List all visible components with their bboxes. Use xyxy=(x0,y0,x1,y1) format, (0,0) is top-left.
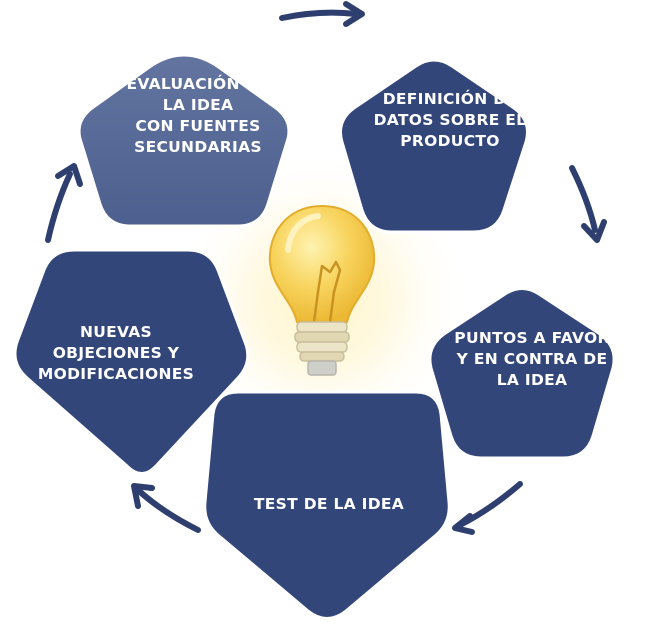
pentagon-definicion xyxy=(339,58,529,234)
step-label-nuevas: NUEVAS OBJECIONES Y MODIFICACIONES xyxy=(37,323,195,383)
arrow-1 xyxy=(279,9,359,21)
arrow-5 xyxy=(45,171,73,243)
pentagon-puntos xyxy=(428,287,616,460)
pentagon-evaluacion xyxy=(77,53,291,228)
arrow-4-head xyxy=(131,483,155,509)
arrow-3-head xyxy=(452,513,475,535)
step-label-test: TEST DE LA IDEA xyxy=(253,495,405,513)
cycle-arrows xyxy=(45,1,607,535)
arrow-2 xyxy=(569,165,598,233)
step-label-definicion: DEFINICIÓN DE DATOS SOBRE EL PRODUCTO xyxy=(373,90,527,150)
arrow-1-head xyxy=(343,1,365,27)
step-label-evaluacion: EVALUACIÓN DE LA IDEA CON FUENTES SECUND… xyxy=(126,75,270,156)
lightbulb-icon xyxy=(268,204,376,376)
arrow-2-head xyxy=(581,219,607,243)
arrow-4 xyxy=(135,487,201,533)
pentagon-test xyxy=(203,390,451,620)
arrow-5-head xyxy=(55,163,83,187)
step-label-puntos: PUNTOS A FAVOR Y EN CONTRA DE LA IDEA xyxy=(454,329,610,389)
pentagon-nuevas xyxy=(13,248,250,475)
